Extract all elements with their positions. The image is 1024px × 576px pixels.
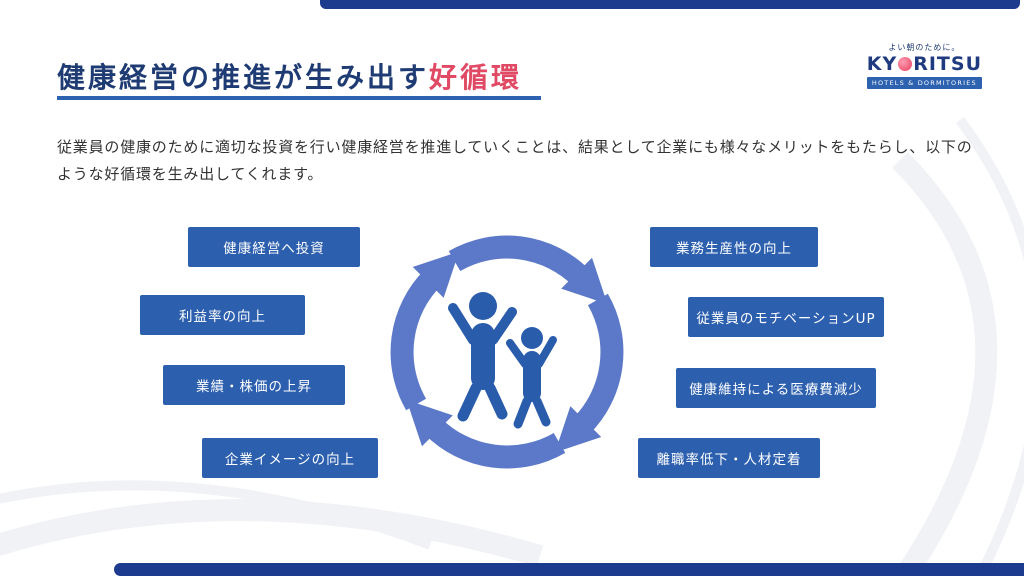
top-accent-bar [320,0,1020,9]
logo-sun-icon [898,57,913,72]
brand-logo: よい朝のために。 KY RITSU HOTELS & DORMITORIES [866,42,982,89]
cycle-box-stock: 業績・株価の上昇 [163,365,345,405]
logo-text-suffix: RITSU [913,53,982,75]
title-underline [57,96,541,100]
cycle-box-medical: 健康維持による医療費減少 [676,368,876,408]
cycle-box-profit: 利益率の向上 [140,295,305,335]
cycle-box-motivation: 従業員のモチベーションUP [688,297,884,337]
cycle-box-image: 企業イメージの向上 [202,438,378,478]
intro-paragraph: 従業員の健康のために適切な投資を行い健康経営を推進していくことは、結果として企業… [57,138,973,183]
cycle-box-investment: 健康経営へ投資 [188,227,360,267]
cycle-box-productivity: 業務生産性の向上 [650,227,818,267]
cycle-box-retention: 離職率低下・人材定着 [638,438,820,478]
title-text: 健康経営の推進が生み出す [57,61,430,94]
logo-text-prefix: KY [866,53,898,75]
jumping-people-icon [448,292,557,429]
logo-wordmark: KY RITSU [867,54,982,75]
bottom-accent-bar [114,563,1024,576]
page-title: 健康経営の推進が生み出す好循環 [57,56,522,96]
logo-tagline: よい朝のために。 [888,43,961,52]
cycle-arrows-icon [390,235,624,469]
cycle-diagram [390,235,624,469]
title-highlight: 好循環 [429,61,523,94]
logo-subtitle: HOTELS & DORMITORIES [866,76,982,89]
